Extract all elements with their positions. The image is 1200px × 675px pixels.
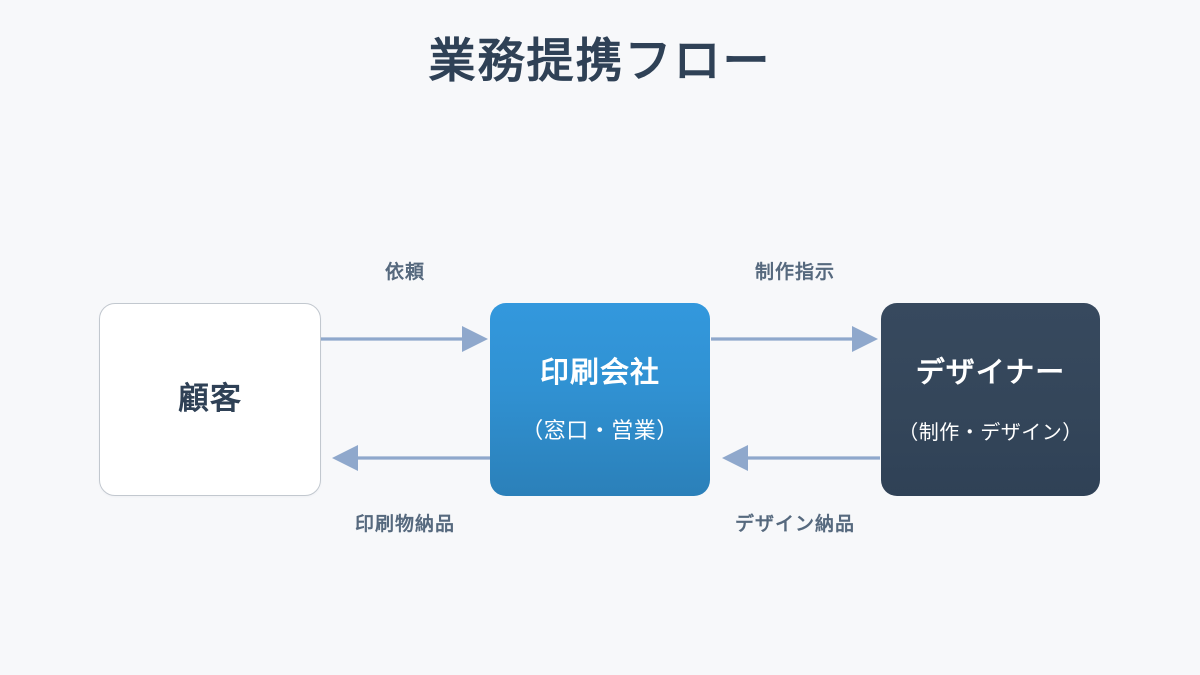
arrow-print-delivery [332, 445, 490, 471]
arrow-label-print-delivery: 印刷物納品 [354, 513, 455, 535]
page-title: 業務提携フロー [428, 34, 772, 89]
node-printer[interactable]: 印刷会社 （窓口・営業） [490, 303, 710, 496]
arrow-design-delivery-head [722, 445, 748, 471]
node-printer-title: 印刷会社 [539, 354, 660, 389]
arrow-instruct-head [852, 326, 878, 352]
node-designer-title: デザイナー [915, 354, 1066, 389]
arrow-request-head [462, 326, 488, 352]
node-designer[interactable]: デザイナー （制作・デザイン） [881, 303, 1100, 496]
arrow-request [321, 326, 488, 352]
arrow-label-instruct: 制作指示 [754, 261, 835, 283]
node-customer[interactable]: 顧客 [99, 303, 321, 496]
node-customer-title: 顧客 [178, 381, 242, 418]
node-printer-subtitle: （窓口・営業） [521, 418, 679, 444]
arrow-label-request: 依頼 [384, 261, 425, 283]
arrow-instruct [711, 326, 878, 352]
arrow-design-delivery [722, 445, 880, 471]
arrow-print-delivery-head [332, 445, 358, 471]
node-designer-subtitle: （制作・デザイン） [898, 420, 1083, 445]
arrow-label-design-delivery: デザイン納品 [734, 513, 855, 535]
